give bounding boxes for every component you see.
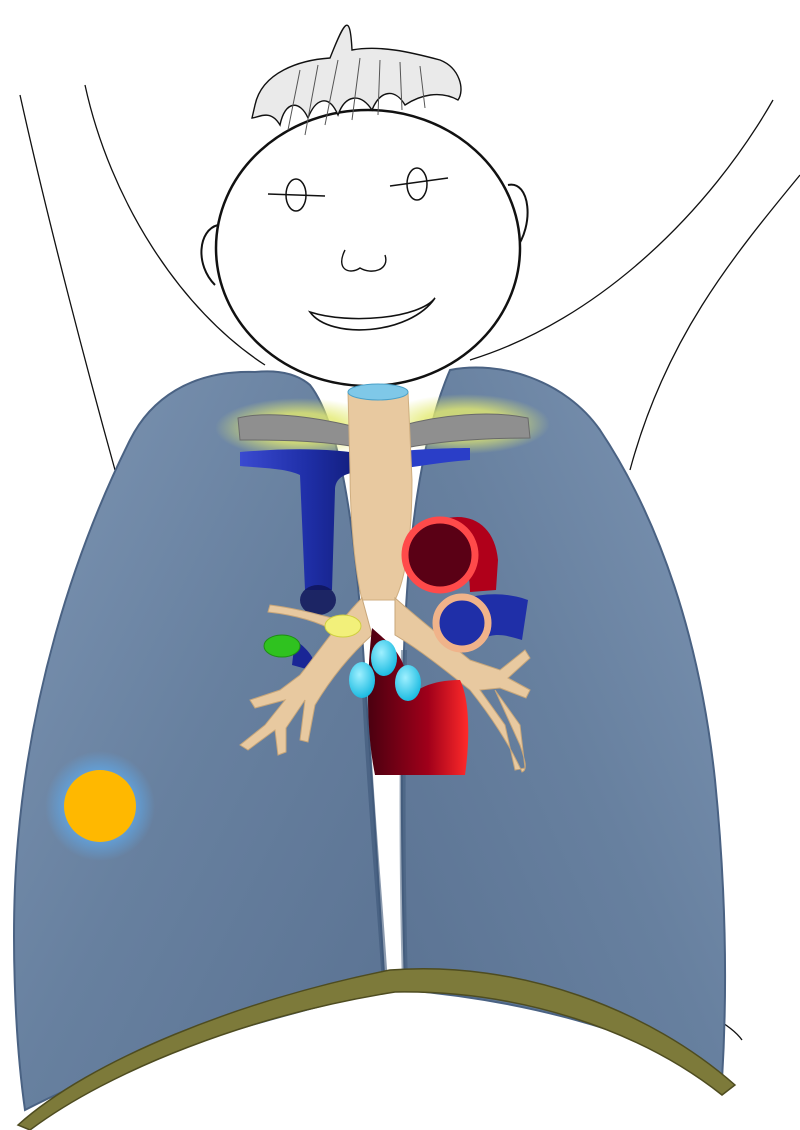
lymph-node-cyan-3 <box>395 665 421 701</box>
pulmonary-nodule <box>45 751 155 861</box>
left-arm-outer <box>20 95 115 470</box>
lymph-node-cyan-1 <box>371 640 397 676</box>
lymph-node-yellow <box>325 615 361 637</box>
head <box>201 25 527 386</box>
face <box>216 110 520 386</box>
right-arm-outer <box>630 175 800 470</box>
trachea <box>348 384 412 600</box>
lymph-node-green <box>264 635 300 657</box>
lymph-node-cyan-2 <box>349 662 375 698</box>
aortic-arch <box>405 517 498 592</box>
